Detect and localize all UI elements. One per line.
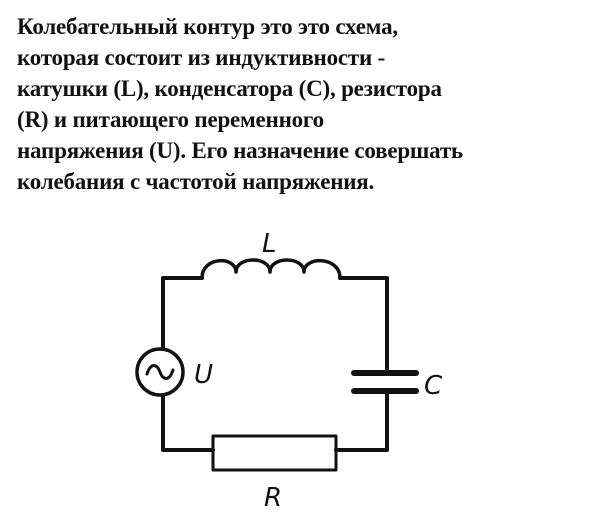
ac-source — [135, 347, 185, 397]
description-line: напряжения (U). Его назначение совершать — [17, 138, 463, 163]
capacitor-label: C — [424, 371, 443, 401]
description-line: Колебательный контур это это схема, — [17, 14, 398, 39]
description-line: (R) и питающего переменного — [17, 107, 324, 132]
wire-top-right — [338, 276, 389, 375]
description-line: которая состоит из индуктивности - — [17, 45, 386, 70]
resistor — [211, 434, 338, 472]
wire-top-left — [161, 276, 204, 351]
source-label: U — [194, 360, 213, 390]
description-line: колебания с частотой напряжения. — [17, 169, 375, 194]
inductor-label: L — [262, 229, 277, 259]
resistor-label: R — [264, 483, 282, 513]
inductor-coil — [200, 258, 342, 280]
wire-right-bottom — [334, 389, 389, 452]
wire-bottom-left — [161, 393, 215, 452]
description-line: катушки (L), конденсатора (C), резистора — [17, 76, 442, 101]
description-text: Колебательный контур это это схема, кото… — [17, 11, 597, 197]
sine-wave-icon — [145, 364, 175, 380]
